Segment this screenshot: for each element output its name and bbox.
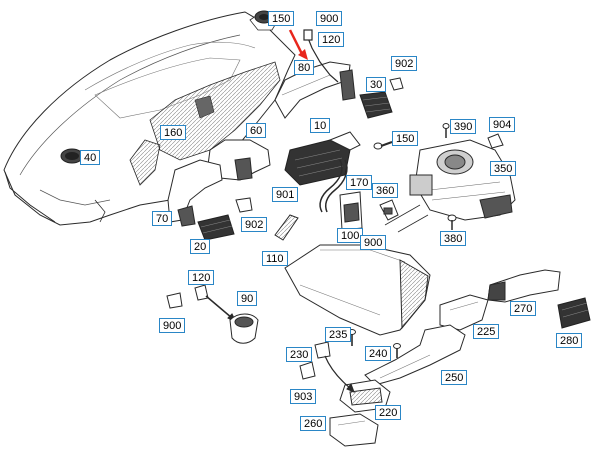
callout-30[interactable]: 30 xyxy=(366,77,387,92)
callout-220[interactable]: 220 xyxy=(375,405,402,420)
callout-70[interactable]: 70 xyxy=(152,211,173,226)
callout-260[interactable]: 260 xyxy=(300,416,327,431)
callout-120-lower[interactable]: 120 xyxy=(188,270,215,285)
callout-20[interactable]: 20 xyxy=(190,239,211,254)
callout-390[interactable]: 390 xyxy=(450,119,477,134)
callout-150-top[interactable]: 150 xyxy=(268,11,295,26)
hose-170 xyxy=(319,159,348,213)
vent-20 xyxy=(197,197,253,241)
callout-240[interactable]: 240 xyxy=(365,346,392,361)
hvac-unit-350 xyxy=(409,139,516,221)
callout-270[interactable]: 270 xyxy=(510,301,537,316)
cable-120 xyxy=(303,29,339,83)
vent-280 xyxy=(557,297,591,329)
clip-380 xyxy=(447,214,457,230)
callout-80[interactable]: 80 xyxy=(294,60,315,75)
clip-902-top xyxy=(389,77,404,91)
duct-250 xyxy=(364,324,466,386)
screw-150 xyxy=(373,141,393,150)
callout-150-mid[interactable]: 150 xyxy=(392,131,419,146)
callout-900-lower[interactable]: 900 xyxy=(159,318,186,333)
center-console xyxy=(284,244,431,336)
vent-30 xyxy=(359,91,393,119)
round-vent-40 xyxy=(60,148,84,164)
part-90-assembly xyxy=(194,284,259,344)
callout-230[interactable]: 230 xyxy=(286,347,313,362)
callout-120-top[interactable]: 120 xyxy=(318,32,345,47)
callout-280[interactable]: 280 xyxy=(556,333,583,348)
callout-90[interactable]: 90 xyxy=(237,291,258,306)
callout-60[interactable]: 60 xyxy=(246,123,267,138)
callout-904[interactable]: 904 xyxy=(489,117,516,132)
callout-900-top[interactable]: 900 xyxy=(316,11,343,26)
callout-900-mid[interactable]: 900 xyxy=(360,235,387,250)
callout-350[interactable]: 350 xyxy=(490,161,517,176)
duct-70 xyxy=(167,159,223,227)
callout-902-top[interactable]: 902 xyxy=(391,56,418,71)
callout-100[interactable]: 100 xyxy=(337,228,364,243)
duct-225 xyxy=(439,294,489,331)
clip-903 xyxy=(299,361,316,380)
callout-225[interactable]: 225 xyxy=(473,324,500,339)
callout-10[interactable]: 10 xyxy=(310,118,331,133)
callout-40[interactable]: 40 xyxy=(80,150,101,165)
callout-901[interactable]: 901 xyxy=(272,187,299,202)
dashboard-panel xyxy=(3,11,296,226)
callout-235[interactable]: 235 xyxy=(325,327,352,342)
screw-240 xyxy=(393,343,401,358)
callout-110[interactable]: 110 xyxy=(262,251,288,266)
callout-160[interactable]: 160 xyxy=(160,125,187,140)
center-vent-10 xyxy=(284,131,361,186)
duct-270 xyxy=(487,269,561,303)
callout-902-mid[interactable]: 902 xyxy=(241,217,268,232)
bracket-360 xyxy=(379,199,399,221)
clip-904 xyxy=(487,133,504,149)
panel-110 xyxy=(274,214,299,241)
callout-380[interactable]: 380 xyxy=(440,231,467,246)
part-230 xyxy=(314,341,355,393)
part-260 xyxy=(329,413,379,447)
clip-900-lower xyxy=(166,292,183,309)
leader-lines xyxy=(384,204,429,233)
highlight-arrow xyxy=(288,29,308,60)
duct-60 xyxy=(207,139,271,181)
callout-250[interactable]: 250 xyxy=(441,370,468,385)
callout-903[interactable]: 903 xyxy=(290,389,317,404)
callout-170[interactable]: 170 xyxy=(346,175,373,190)
part-100 xyxy=(339,191,363,231)
screw-390 xyxy=(442,123,450,138)
callout-360[interactable]: 360 xyxy=(372,183,399,198)
